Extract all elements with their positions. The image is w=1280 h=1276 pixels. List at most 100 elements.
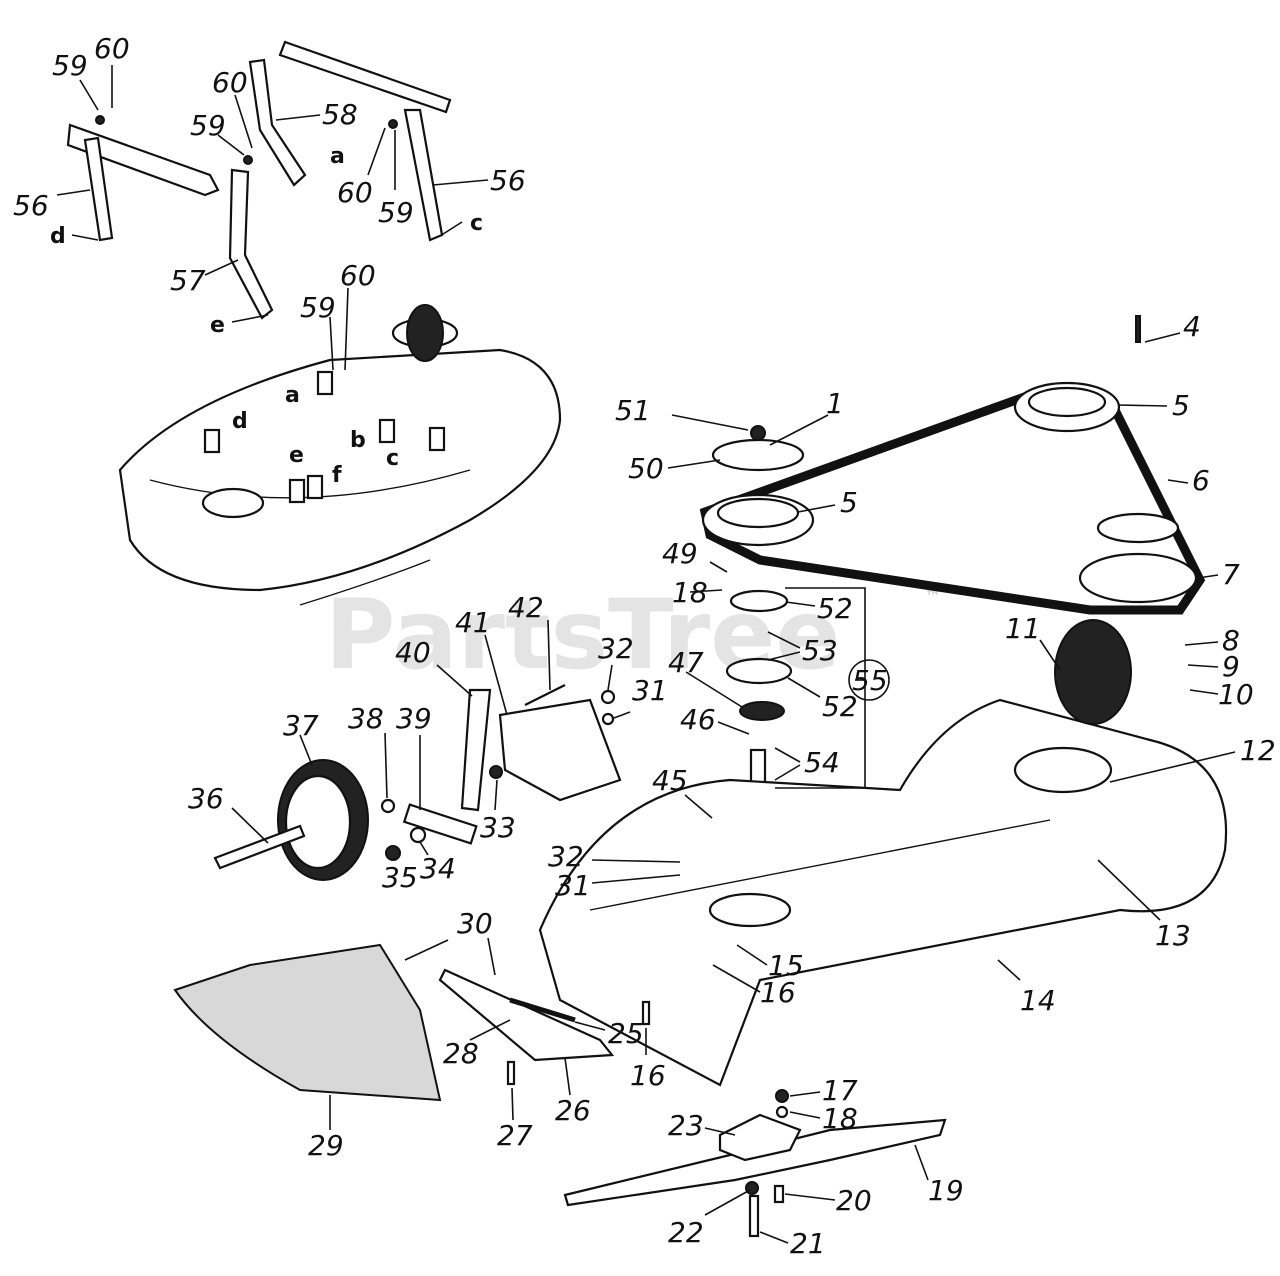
- leader-lines: [56, 65, 1236, 1244]
- label-17: 17: [822, 1074, 858, 1107]
- deck-bracket-b: [378, 418, 396, 444]
- leader-53a: [767, 631, 801, 649]
- nut-32: [600, 689, 616, 705]
- leader-16a: [712, 964, 761, 993]
- deck-rail: [589, 819, 1051, 911]
- label-19: 19: [928, 1174, 964, 1207]
- washer-52-lower: [725, 657, 793, 685]
- pulley-7-upper: [1096, 512, 1180, 544]
- label-4: 4: [1183, 310, 1201, 343]
- nut-17: [775, 1089, 789, 1103]
- letter-c-deck: c: [386, 446, 399, 471]
- deck-bracket-a: [316, 370, 334, 396]
- part-labels: 1 4 5 5 6 7 8 9 10 11 12 13 14 15 16 16 …: [13, 32, 1276, 1260]
- label-25: 25: [608, 1017, 644, 1050]
- leader-5b: [797, 504, 836, 513]
- screw-27: [506, 1060, 516, 1086]
- deck-edge-strip: [299, 559, 431, 606]
- leader-60d: [344, 287, 349, 371]
- leader-17: [789, 1091, 821, 1097]
- deck-mount-left: [201, 487, 265, 519]
- washer-52-upper: [729, 589, 789, 613]
- leader-41: [484, 634, 508, 716]
- label-32-lower: 32: [548, 840, 584, 873]
- deck-bracket-f: [306, 474, 324, 500]
- leader-18b: [789, 1111, 821, 1119]
- bolt-42: [524, 684, 566, 706]
- label-31-upper: 31: [632, 674, 668, 707]
- leader-30b: [487, 937, 496, 976]
- leader-40: [436, 664, 473, 697]
- label-14: 14: [1020, 984, 1056, 1017]
- label-59-c: 59: [378, 196, 414, 229]
- washer-34: [409, 826, 427, 844]
- leader-33: [494, 779, 498, 811]
- leader-50: [667, 459, 721, 469]
- label-5-left: 5: [840, 486, 858, 519]
- leader-53b: [767, 651, 801, 661]
- label-6: 6: [1192, 464, 1210, 497]
- leader-1: [769, 414, 829, 446]
- leader-52a: [785, 601, 816, 607]
- leader-9: [1187, 664, 1219, 668]
- letter-b-deck: b: [350, 428, 366, 453]
- leader-36: [231, 807, 269, 844]
- caster-wheel-11: [1054, 619, 1132, 725]
- leader-59b: [217, 134, 245, 156]
- label-7: 7: [1222, 558, 1240, 591]
- bracket-55: [775, 587, 866, 789]
- lift-bar-upper: [278, 40, 452, 114]
- bracket-39: [402, 803, 478, 845]
- bolt-20: [773, 1184, 785, 1204]
- label-34: 34: [420, 852, 456, 885]
- adapter-23: [718, 1113, 802, 1162]
- lift-arm-58: [248, 58, 307, 187]
- label-12: 12: [1240, 734, 1276, 767]
- letter-a-linkage: a: [330, 144, 345, 169]
- label-55-circle: [848, 659, 890, 701]
- leader-13: [1097, 859, 1161, 921]
- leader-26: [564, 1057, 571, 1096]
- deck-mount-12: [1013, 746, 1113, 794]
- label-5-right: 5: [1172, 389, 1190, 422]
- spring-25: [509, 997, 576, 1023]
- screw-16: [641, 1000, 651, 1026]
- lever-40: [460, 688, 492, 812]
- leader-d: [71, 234, 99, 241]
- label-40: 40: [395, 636, 431, 669]
- spindle-mount-45: [708, 892, 792, 928]
- leader-27: [511, 1087, 514, 1121]
- label-33: 33: [480, 811, 516, 844]
- deck-shell-14: [538, 698, 1228, 1087]
- label-52-lower: 52: [822, 690, 858, 723]
- label-9: 9: [1222, 650, 1240, 683]
- label-10: 10: [1218, 678, 1254, 711]
- leader-60c: [367, 127, 386, 176]
- leader-20: [784, 1193, 836, 1201]
- label-60-b: 60: [212, 66, 248, 99]
- label-28: 28: [443, 1037, 479, 1070]
- leader-15: [736, 944, 768, 966]
- bracket-41: [498, 698, 622, 802]
- leader-11: [1039, 639, 1061, 671]
- label-16-upper: 16: [760, 976, 796, 1009]
- leader-60b: [234, 94, 253, 149]
- leader-38: [384, 732, 388, 799]
- label-52-upper: 52: [817, 592, 853, 625]
- label-26: 26: [555, 1094, 591, 1127]
- pin-59-mid: [243, 155, 253, 165]
- pin-59-right: [388, 119, 398, 129]
- deck-bracket-d: [203, 428, 221, 454]
- leader-22: [704, 1189, 751, 1216]
- deck-caster-wheel: [406, 304, 444, 362]
- wheel-height-assembly: [213, 684, 622, 881]
- leader-35: [393, 857, 398, 861]
- bracket-26: [438, 968, 615, 1062]
- washer-22: [745, 1181, 759, 1195]
- label-57: 57: [170, 264, 206, 297]
- nut-51: [750, 425, 766, 441]
- washer-31: [601, 712, 615, 726]
- bearing-47: [739, 701, 785, 721]
- leader-51: [671, 414, 749, 431]
